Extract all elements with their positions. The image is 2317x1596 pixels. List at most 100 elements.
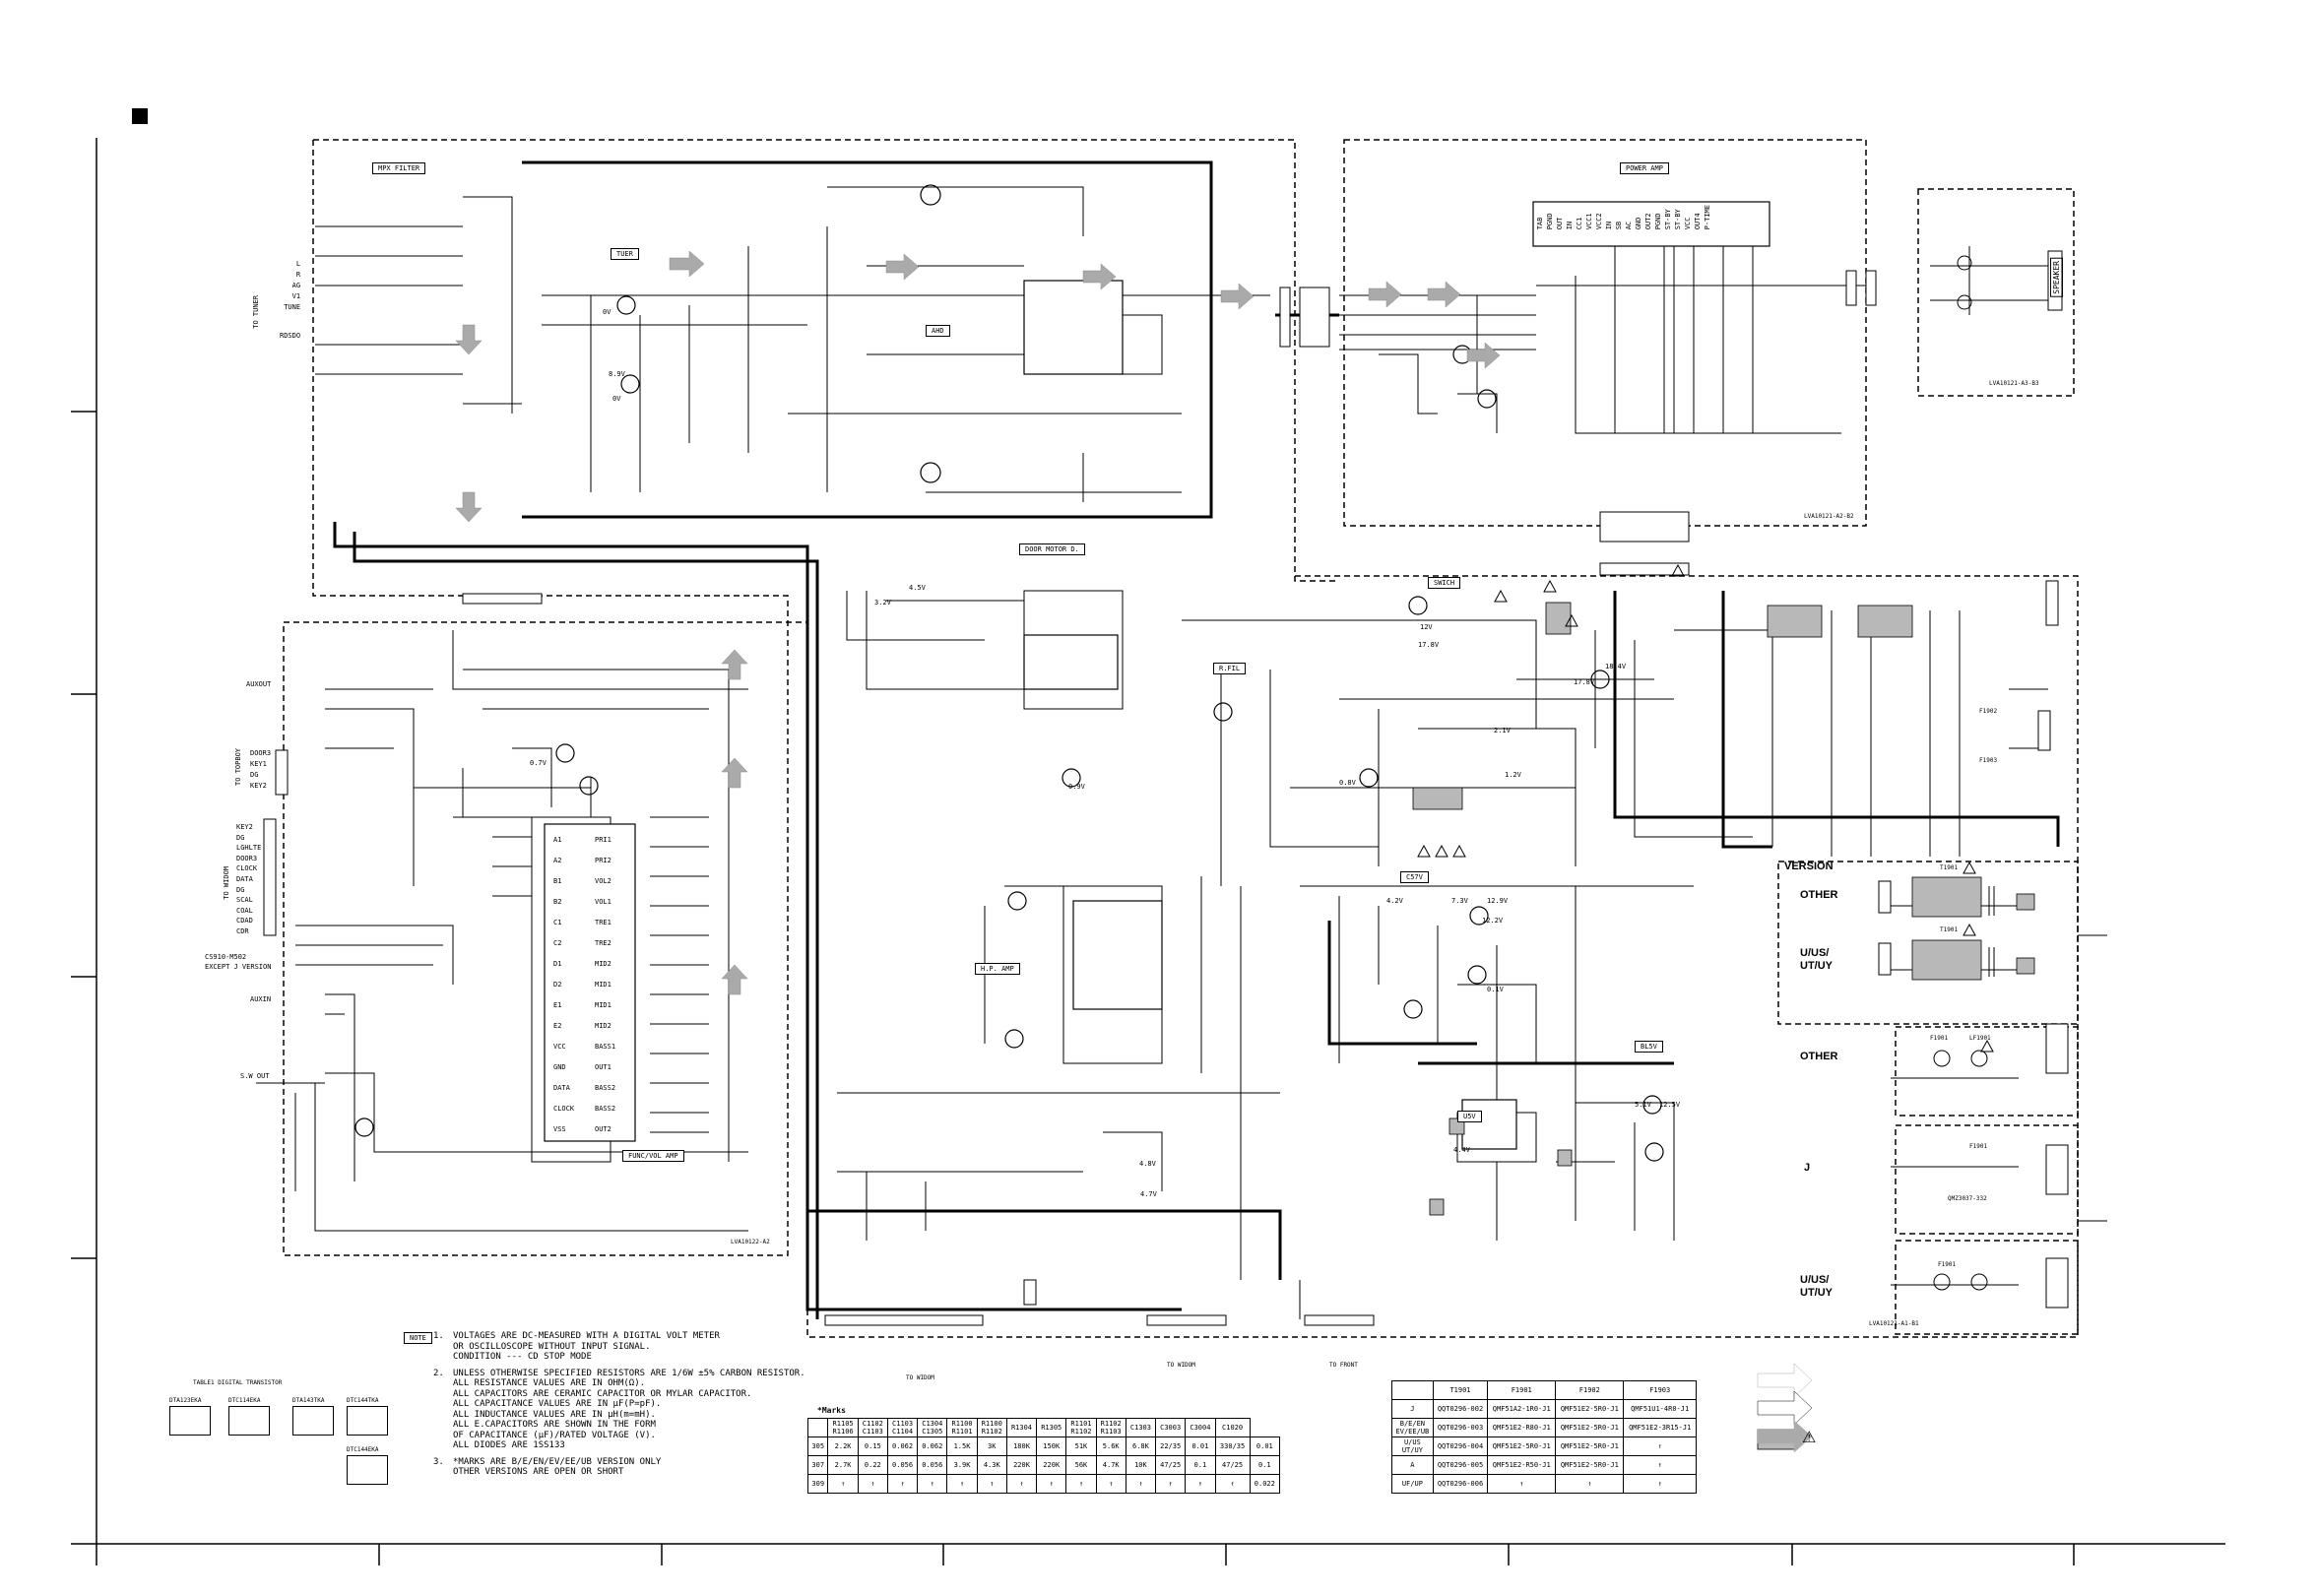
power-amp-pin: ST-BY (1674, 209, 1682, 230)
version-table-cell: UF/UP (1391, 1474, 1434, 1494)
voltage-label: 8.9V (609, 370, 625, 378)
notes-section: 1.VOLTAGES ARE DC-MEASURED WITH A DIGITA… (433, 1331, 807, 1478)
marks-table-cell: 3.9K (946, 1455, 978, 1475)
ic-pin: VSS (553, 1125, 566, 1133)
to-front-label: TO FRONT (1329, 1362, 1358, 1369)
power-amp-pin: P-TIME (1704, 205, 1711, 230)
version-table-cell: QMF51E2-5R0-J1 (1555, 1436, 1625, 1456)
version-table-cell: QMF51E2-5R0-J1 (1487, 1436, 1557, 1456)
voltage-label: 0V (612, 395, 621, 403)
bl5v-label: BL5V (1635, 1041, 1663, 1053)
ic-pin: TRE2 (595, 939, 611, 947)
version-j: J (1804, 1162, 1811, 1174)
note-text: VOLTAGES ARE DC-MEASURED WITH A DIGITAL … (453, 1331, 720, 1362)
marks-table-cell: 180K (1005, 1436, 1038, 1456)
part-label: T1901 (1940, 926, 1959, 933)
version-us-2: U/US/ UT/UY (1800, 1274, 1833, 1299)
note-text: UNLESS OTHERWISE SPECIFIED RESISTORS ARE… (453, 1368, 805, 1451)
version-table-cell: QMF51E2-5R0-J1 (1555, 1455, 1625, 1475)
ic-pin: OUT2 (595, 1125, 611, 1133)
version-table-cell: A (1391, 1455, 1434, 1475)
voltage-label: 4.7V (1140, 1190, 1157, 1198)
marks-table-cell: 0.056 (917, 1455, 948, 1475)
ic-pin: B1 (553, 877, 562, 885)
marks-table-cell: 0.062 (886, 1436, 919, 1456)
marks-table-cell: ↑ (1125, 1474, 1157, 1494)
version-table-cell: QMF51E2-5R0-J1 (1555, 1418, 1625, 1437)
ic-pin: E2 (553, 1022, 562, 1030)
voltage-label: 2.1V (1494, 727, 1511, 734)
ic-pin: PRI1 (595, 836, 611, 844)
version-other-1: OTHER (1800, 889, 1838, 901)
voltage-label: 7.3V (1451, 897, 1468, 905)
signal-flow-arrows (455, 250, 1813, 1453)
ic-blocks (544, 201, 1770, 1150)
door-motor-label: DOOR MOTOR D. (1019, 543, 1085, 555)
voltage-label: 1.2V (1505, 771, 1521, 779)
part-label: F1902 (1979, 708, 1998, 715)
to-tuner-label: TO TUNER (252, 295, 260, 329)
version-table-cell: ↑ (1623, 1436, 1697, 1456)
marks-table-cell: 51K (1065, 1436, 1097, 1456)
voltage-label: 5.1V (1635, 1101, 1651, 1109)
part-label: T1901 (1940, 864, 1959, 871)
version-table-cell: QMF51A2-1R0-J1 (1487, 1399, 1557, 1419)
marks-table-header-cell: R1102 R1103 (1095, 1418, 1126, 1437)
part-label: F1903 (1979, 757, 1998, 764)
marks-table-cell: 6.8K (1125, 1436, 1157, 1456)
voltage-label: 0.8V (1339, 779, 1356, 787)
wiring (256, 186, 2107, 1319)
marks-table-cell: 330/35 (1214, 1436, 1251, 1456)
topboy-pin: KEY1 (250, 760, 267, 768)
ic-pin: VOL1 (595, 898, 611, 906)
speaker-label: SPEAKER (2050, 258, 2063, 297)
power-amp-pin: AC (1625, 221, 1633, 230)
version-table-header-cell: F1901 (1487, 1380, 1557, 1400)
transistors (354, 184, 1664, 1162)
marks-table-header-cell: C1020 (1214, 1418, 1251, 1437)
marks-table-cell: ↑ (976, 1474, 1007, 1494)
shaded-components (1412, 602, 2035, 1450)
tuner-pin: V1 (291, 292, 301, 300)
tuner-pin: AG (291, 282, 301, 289)
marks-table-cell: ↑ (1185, 1474, 1216, 1494)
version-header: VERSION (1784, 861, 1834, 872)
marks-table-cell: 4.3K (976, 1455, 1007, 1475)
mpx-filter-label: MPX FILTER (372, 162, 426, 174)
power-amp-pin: OUT2 (1644, 213, 1652, 230)
power-amp-pin: VCC2 (1595, 213, 1603, 230)
tuner-pin: L (295, 260, 301, 268)
version-table-cell: QMF51E2-R50-J1 (1487, 1455, 1557, 1475)
marks-table-cell: 2.2K (827, 1436, 859, 1456)
version-table-header-cell (1391, 1380, 1434, 1400)
transistor-part: DTC144TKA (347, 1397, 379, 1404)
marks-table-cell: ↑ (1005, 1474, 1038, 1494)
ic-pin: D1 (553, 960, 562, 968)
widom-pin: CDR (236, 926, 249, 935)
marks-table-header-cell (806, 1418, 829, 1437)
marks-table-cell: 0.1 (1185, 1455, 1216, 1475)
ic-right-pins: PRI1 PRI2 VOL2 VOL1 TRE1 TRE2 MID2 MID1 … (595, 830, 615, 1140)
version-table-header-cell: F1903 (1623, 1380, 1697, 1400)
transistor-symbol-box (347, 1455, 388, 1485)
ic-pin: GND (553, 1063, 566, 1071)
ic-pin: OUT1 (595, 1063, 611, 1071)
marks-table-cell: 5.6K (1095, 1436, 1126, 1456)
cs910-note-1: CS910-M502 (205, 953, 247, 961)
marks-table-header-cell: R1305 (1036, 1418, 1067, 1437)
func-vol-amp-label: FUNC/VOL AMP (622, 1150, 684, 1162)
marks-table-cell: ↑ (827, 1474, 859, 1494)
ic-pin: BASS2 (595, 1084, 616, 1092)
power-amp-pin: IN (1605, 221, 1613, 230)
pcb-boundaries (283, 139, 2079, 1338)
marks-table-cell: 47/25 (1155, 1455, 1187, 1475)
marks-table-cell: 305 (806, 1436, 829, 1456)
sw-out-label: S.W OUT (240, 1072, 270, 1080)
marks-table-cell: 307 (806, 1455, 829, 1475)
power-amp-pin: PGND (1546, 213, 1554, 230)
voltage-label: 3.2V (874, 599, 891, 606)
ic-pin: A1 (553, 836, 562, 844)
auxout-label: AUXOUT (246, 680, 272, 688)
